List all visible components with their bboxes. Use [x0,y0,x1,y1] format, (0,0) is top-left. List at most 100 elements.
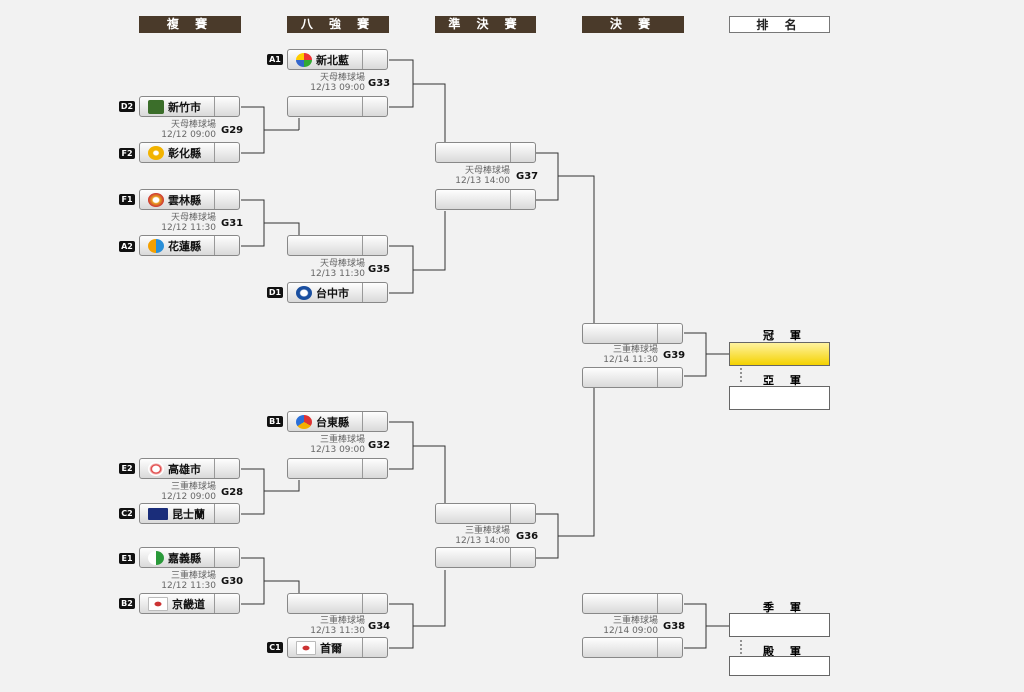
game-id: G30 [221,576,244,587]
game-id: G35 [368,264,391,275]
game-id: G31 [221,218,244,229]
time-text: 12/13 14:00 [455,176,510,186]
time-text: 12/14 09:00 [603,626,658,636]
team-slot-empty[interactable] [435,142,536,163]
team-slot-empty[interactable] [435,189,536,210]
venue-text: 天母棒球場 [319,259,365,269]
game-info: 三重棒球場 12/13 09:00 [275,435,365,455]
header-semifinal: 準 決 賽 [435,16,536,33]
team-slot-gyeonggi[interactable]: 京畿道 [139,593,240,614]
seed-badge: F1 [119,194,135,205]
third-place-slot [729,613,830,637]
score-cell [657,594,682,613]
venue-text: 三重棒球場 [464,526,510,536]
score-cell [214,504,239,523]
yunlin-logo-icon [148,192,164,207]
score-cell [657,638,682,657]
new-taipei-logo-icon [296,52,312,67]
header-ranking: 排 名 [729,16,830,33]
team-slot-new-taipei[interactable]: 新北藍 [287,49,388,70]
game-id: G39 [663,350,686,361]
time-text: 12/13 09:00 [310,83,365,93]
taichung-logo-icon [296,285,312,300]
venue-text: 三重棒球場 [612,345,658,355]
score-cell [510,190,535,209]
team-slot-hsinchu[interactable]: 新竹市 [139,96,240,117]
seed-badge: A1 [267,54,283,65]
score-cell [510,504,535,523]
venue-text: 三重棒球場 [319,616,365,626]
score-cell [657,324,682,343]
venue-text: 三重棒球場 [612,616,658,626]
game-info: 天母棒球場 12/12 11:30 [126,213,216,233]
team-slot-kaohsiung[interactable]: 高雄市 [139,458,240,479]
team-name: 高雄市 [168,462,201,476]
time-text: 12/13 14:00 [455,536,510,546]
seed-badge: D1 [267,287,283,298]
score-cell [214,143,239,162]
team-slot-seoul[interactable]: 首爾 [287,637,388,658]
game-info: 天母棒球場 12/13 11:30 [275,259,365,279]
chiayi-logo-icon [148,550,164,565]
game-info: 三重棒球場 12/13 11:30 [275,616,365,636]
seed-badge: E1 [119,553,135,564]
runner-up-slot [729,386,830,410]
third-place-label: 季 軍 [763,601,807,614]
korea-flag-icon [296,640,316,655]
time-text: 12/12 11:30 [161,581,216,591]
team-slot-taitung[interactable]: 台東縣 [287,411,388,432]
team-slot-taichung[interactable]: 台中市 [287,282,388,303]
team-slot-empty[interactable] [435,547,536,568]
seed-badge: C1 [267,642,283,653]
score-cell [362,459,387,478]
champion-slot [729,342,830,366]
team-slot-empty[interactable] [582,593,683,614]
team-name: 台東縣 [316,415,349,429]
seed-badge: B1 [267,416,283,427]
header-quarterfinal: 八 強 賽 [287,16,389,33]
score-cell [214,97,239,116]
game-id: G29 [221,125,244,136]
taitung-logo-icon [296,414,312,429]
team-slot-empty[interactable] [287,235,388,256]
team-slot-empty[interactable] [435,503,536,524]
venue-text: 三重棒球場 [319,435,365,445]
game-info: 三重棒球場 12/12 09:00 [126,482,216,502]
australia-flag-icon [148,507,168,520]
game-info: 三重棒球場 12/13 14:00 [420,526,510,546]
seed-badge: B2 [119,598,135,609]
score-cell [214,548,239,567]
venue-text: 天母棒球場 [170,213,216,223]
score-cell [362,283,387,302]
team-slot-empty[interactable] [582,367,683,388]
team-slot-empty[interactable] [287,458,388,479]
kaohsiung-logo-icon [148,461,164,476]
changhua-logo-icon [148,145,164,160]
korea-flag-icon [148,596,168,611]
hsinchu-logo-icon [148,99,164,114]
team-slot-empty[interactable] [582,637,683,658]
team-name: 花蓮縣 [168,239,201,253]
team-slot-changhua[interactable]: 彰化縣 [139,142,240,163]
team-slot-chiayi[interactable]: 嘉義縣 [139,547,240,568]
game-id: G33 [368,78,391,89]
game-info: 三重棒球場 12/12 11:30 [126,571,216,591]
seed-badge: C2 [119,508,135,519]
header-repechage: 複 賽 [139,16,241,33]
team-slot-empty[interactable] [287,96,388,117]
team-name: 台中市 [316,286,349,300]
team-slot-yunlin[interactable]: 雲林縣 [139,189,240,210]
time-text: 12/14 11:30 [603,355,658,365]
runner-up-label: 亞 軍 [763,374,807,387]
team-name: 彰化縣 [168,146,201,160]
team-slot-queensland[interactable]: 昆士蘭 [139,503,240,524]
score-cell [362,594,387,613]
team-slot-hualien[interactable]: 花蓮縣 [139,235,240,256]
team-slot-empty[interactable] [287,593,388,614]
team-name: 新竹市 [168,100,201,114]
game-info: 天母棒球場 12/12 09:00 [126,120,216,140]
team-slot-empty[interactable] [582,323,683,344]
time-text: 12/12 09:00 [161,130,216,140]
seed-badge: D2 [119,101,135,112]
